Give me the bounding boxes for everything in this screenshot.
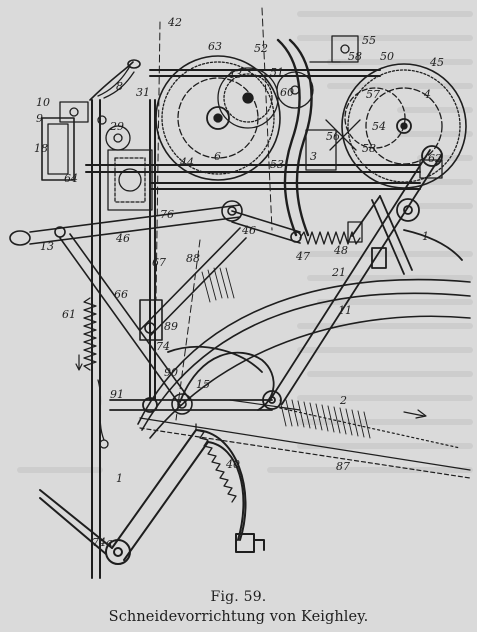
handle-top [89,59,141,101]
label-40: 40 [225,458,240,471]
vertical-links [59,227,247,415]
label-57: 57 [366,88,380,101]
label-91: 91 [110,388,124,401]
label-6: 6 [214,150,221,163]
label-1-bottom: 1 [116,472,123,485]
label-8: 8 [116,80,123,93]
label-46-right: 46 [241,224,256,237]
label-44: 44 [179,156,194,169]
label-31: 31 [136,86,150,99]
label-2: 2 [339,394,347,407]
top-right-bracket [305,35,443,179]
gear-box [107,149,153,211]
label-62: 62 [428,152,442,165]
figure-caption: Schneidevorrichtung von Keighley. [108,609,369,625]
spring-vertical [83,297,109,449]
label-51: 51 [270,66,284,79]
label-18: 18 [34,142,48,155]
label-58-mid: 58 [362,142,376,155]
label-90: 90 [164,366,178,379]
technical-drawing: 42 63 52 55 58 50 45 10 8 31 43 51 60 57… [9,7,473,579]
right-diagonal-levers [269,145,463,405]
label-88: 88 [186,252,200,265]
label-3: 3 [310,150,317,163]
label-42: 42 [167,16,182,29]
cam-guide [109,345,282,413]
fabric-web [75,354,471,479]
label-66: 66 [114,288,128,301]
reference-lines [155,7,273,421]
label-13: 13 [40,240,54,253]
gear-57 [344,87,406,149]
label-29: 29 [109,120,124,133]
cutter-head [41,65,135,181]
label-74a: 74a [92,536,113,549]
reference-labels: 42 63 52 55 58 50 45 10 8 31 43 51 60 57… [34,16,444,549]
curved-knife [137,278,471,439]
label-54: 54 [372,120,386,133]
label-43: 43 [227,68,242,81]
label-89: 89 [164,320,178,333]
label-87: 87 [336,460,350,473]
label-48: 48 [333,244,348,257]
label-76: 76 [160,208,174,221]
figure-number: Fig. 59. [210,589,267,605]
label-15: 15 [196,378,210,391]
spring-horizontal [299,221,363,245]
label-58-top: 58 [348,50,362,63]
curved-lever [276,38,313,237]
gear-43 [217,67,279,129]
label-47: 47 [295,250,310,263]
label-53: 53 [270,158,284,171]
label-10: 10 [36,96,50,109]
label-11: 11 [338,304,352,317]
label-21: 21 [331,266,346,279]
label-9: 9 [36,112,43,125]
label-55: 55 [362,34,376,47]
label-4: 4 [423,88,431,101]
label-52: 52 [254,42,268,55]
label-50: 50 [380,50,394,63]
label-61: 61 [62,308,76,321]
hook-arm [39,429,265,565]
spring-diagonal [195,423,237,503]
label-67: 67 [152,256,166,269]
label-46-left: 46 [115,232,130,245]
gear-63 [155,55,281,181]
label-56: 56 [326,130,340,143]
bleed-through-text [17,11,473,473]
label-64: 64 [64,172,78,185]
label-74: 74 [156,340,170,353]
label-63: 63 [208,40,222,53]
comb-bristles [201,267,371,439]
label-45: 45 [429,56,444,69]
label-60: 60 [280,86,294,99]
label-1-right: 1 [422,230,429,243]
